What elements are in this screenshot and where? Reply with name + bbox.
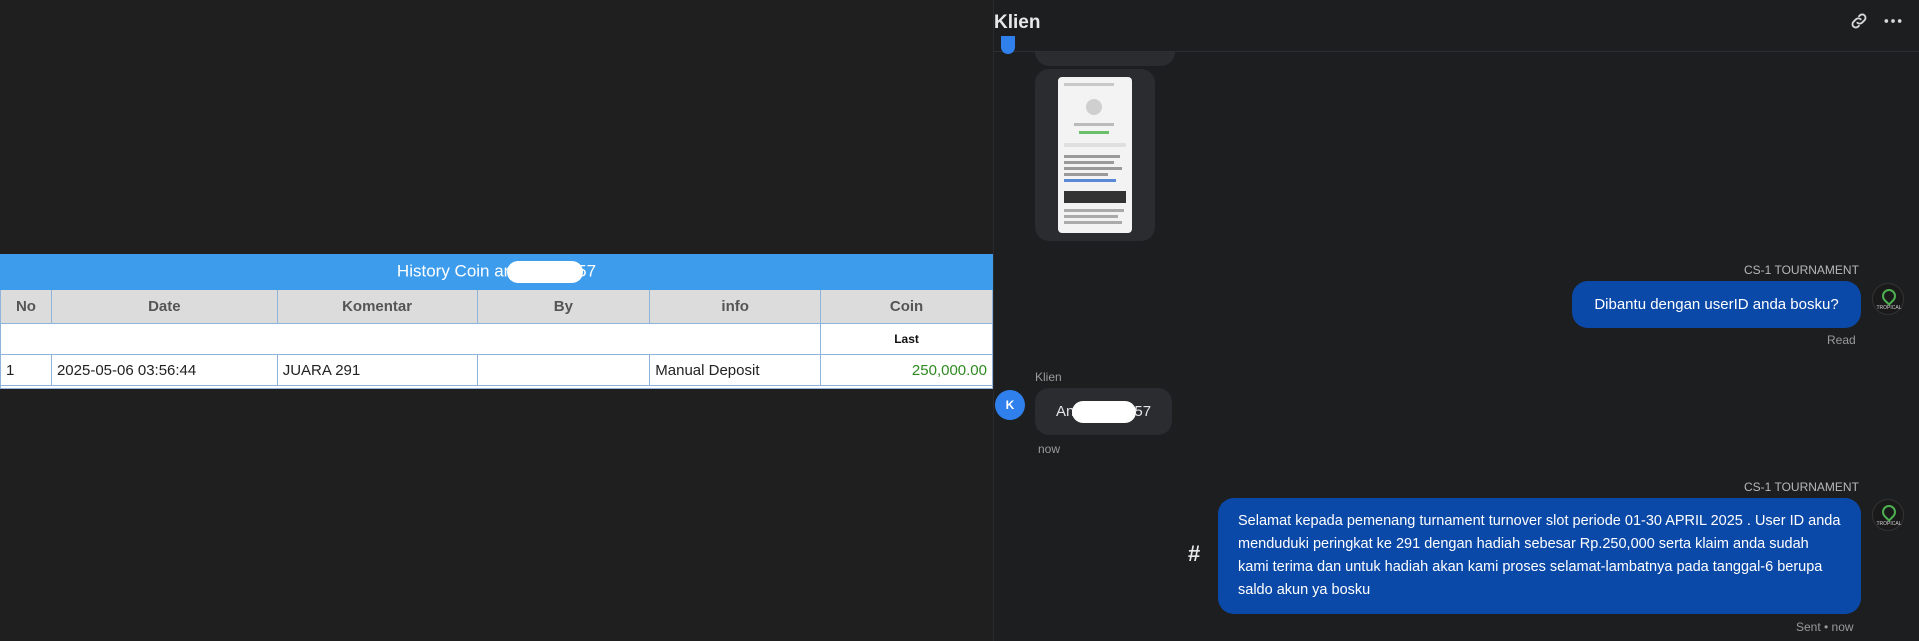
client-name: Klien	[1035, 370, 1062, 384]
client-message-prefix: An	[1056, 403, 1075, 420]
agent-message: Dibantu dengan userID anda bosku?	[1572, 281, 1861, 328]
chat-header: Klien	[994, 0, 1919, 52]
history-title: History Coin an 57	[0, 254, 993, 290]
cell-by	[476, 354, 651, 386]
col-no: No	[0, 289, 52, 324]
chat-title: Klien	[994, 12, 1041, 33]
hash-icon[interactable]: #	[1188, 541, 1201, 566]
read-status: Read	[1827, 333, 1856, 347]
cell-coin: 250,000.00	[820, 354, 993, 386]
sent-status: Sent • now	[1796, 620, 1854, 634]
previous-message-stub	[1035, 52, 1175, 66]
agent-message: Selamat kepada pemenang turnament turnov…	[1218, 498, 1861, 614]
table-bottom	[0, 385, 993, 389]
screenshot-thumbnail[interactable]	[1058, 77, 1132, 233]
chat-panel: Klien	[993, 0, 1919, 641]
col-info: info	[649, 289, 822, 324]
avatar-stub	[1001, 36, 1015, 54]
client-avatar: K	[995, 390, 1025, 420]
redaction-mask	[1072, 401, 1137, 424]
history-coin-table: History Coin an 57 No Date Komentar By in…	[0, 254, 993, 389]
table-row: 1 2025-05-06 03:56:44 JUARA 291 Manual D…	[0, 354, 993, 386]
link-icon[interactable]	[1846, 11, 1872, 37]
agent-name: CS-1 TOURNAMENT	[1744, 263, 1859, 277]
history-panel: History Coin an 57 No Date Komentar By in…	[0, 254, 993, 389]
client-message-suffix: 57	[1134, 403, 1152, 420]
last-label: Last	[820, 323, 993, 355]
col-komentar: Komentar	[276, 289, 478, 324]
agent-name: CS-1 TOURNAMENT	[1744, 480, 1859, 494]
col-date: Date	[50, 289, 278, 324]
client-message: An 57	[1035, 388, 1172, 435]
cell-no: 1	[0, 354, 52, 386]
col-coin: Coin	[820, 289, 993, 324]
client-time: now	[1038, 442, 1061, 456]
image-attachment[interactable]	[1035, 69, 1155, 241]
last-row-spacer	[0, 323, 822, 355]
redaction-mask	[507, 261, 584, 283]
agent-avatar: TROPICAL	[1872, 283, 1904, 315]
cell-date: 2025-05-06 03:56:44	[50, 354, 278, 386]
history-title-suffix: 57	[577, 261, 597, 281]
history-title-prefix: History Coin an	[396, 261, 514, 281]
agent-avatar: TROPICAL	[1872, 499, 1904, 531]
more-icon[interactable]	[1880, 11, 1906, 37]
col-by: By	[476, 289, 651, 324]
cell-komentar: JUARA 291	[276, 354, 478, 386]
cell-info: Manual Deposit	[649, 354, 822, 386]
